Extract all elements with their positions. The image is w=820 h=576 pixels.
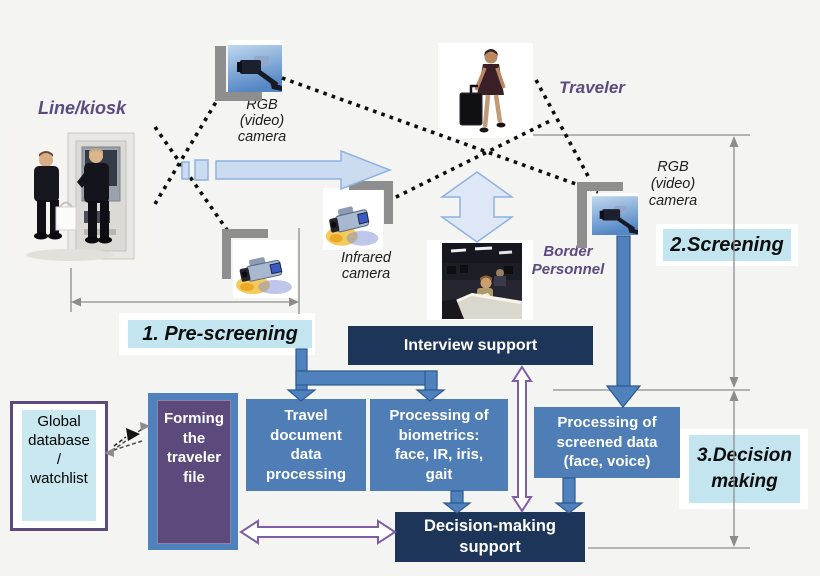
lower-camcorder-photo bbox=[233, 240, 297, 298]
rgb-camera-top-label: RGB (video) camera bbox=[237, 97, 287, 145]
flow-arrow-dash2 bbox=[194, 159, 209, 181]
stage-label-screening: 2.Screening bbox=[663, 229, 791, 261]
border-desk-image bbox=[442, 243, 522, 319]
infrared-camera-photo bbox=[323, 188, 383, 250]
interview-decision-arrow bbox=[511, 365, 533, 513]
rgb-camera-right-label: RGB (video) camera bbox=[648, 159, 698, 209]
forming-decision-arrow bbox=[239, 519, 397, 545]
travel-document-box: Travel document data processing bbox=[246, 399, 366, 491]
camera-to-screened-stem bbox=[616, 235, 631, 387]
traveler-personnel-arrow bbox=[439, 171, 515, 243]
traveler-image bbox=[438, 43, 533, 138]
database-sync-arrows bbox=[104, 422, 150, 457]
border-personnel-label: Border Personnel bbox=[531, 243, 605, 278]
global-database-box: Global database / watchlist bbox=[22, 410, 96, 521]
interview-support-box: Interview support bbox=[348, 326, 593, 365]
stage-label-pre-screening: 1. Pre-screening bbox=[128, 320, 312, 348]
screened-data-box: Processing of screened data (face, voice… bbox=[534, 407, 680, 478]
biometrics-down-stem bbox=[450, 490, 464, 504]
infrared-camera-label: Infrared camera bbox=[341, 250, 391, 282]
infrared-camera-image bbox=[323, 188, 383, 250]
camera-to-screened-head bbox=[605, 385, 642, 408]
border-personnel-photo bbox=[427, 240, 533, 320]
cctv-camera-image bbox=[228, 40, 282, 92]
decision-support-box: Decision-making support bbox=[395, 512, 585, 562]
flow-arrow-dash1 bbox=[181, 161, 190, 180]
video-camera-image bbox=[233, 240, 297, 298]
line-kiosk-label: Line/kiosk bbox=[37, 98, 127, 118]
prescreen-branch-stem bbox=[424, 370, 438, 391]
biometrics-processing-box: Processing of biometrics: face, IR, iris… bbox=[370, 399, 508, 491]
screened-down-stem bbox=[562, 477, 576, 504]
kiosk-to-screening-arrow bbox=[215, 149, 393, 191]
prescreen-arrow-stem bbox=[295, 348, 308, 391]
prescreen-branch-band bbox=[295, 370, 438, 386]
line-kiosk-photo bbox=[10, 127, 155, 268]
rgb-camera-top-photo bbox=[228, 40, 282, 92]
stage-label-decision-making: 3.Decision making bbox=[689, 435, 800, 503]
traveler-label: Traveler bbox=[559, 78, 625, 97]
forming-file-box: Forming the traveler file bbox=[157, 400, 231, 544]
traveler-photo bbox=[438, 43, 533, 138]
kiosk-scene-image bbox=[10, 127, 155, 268]
